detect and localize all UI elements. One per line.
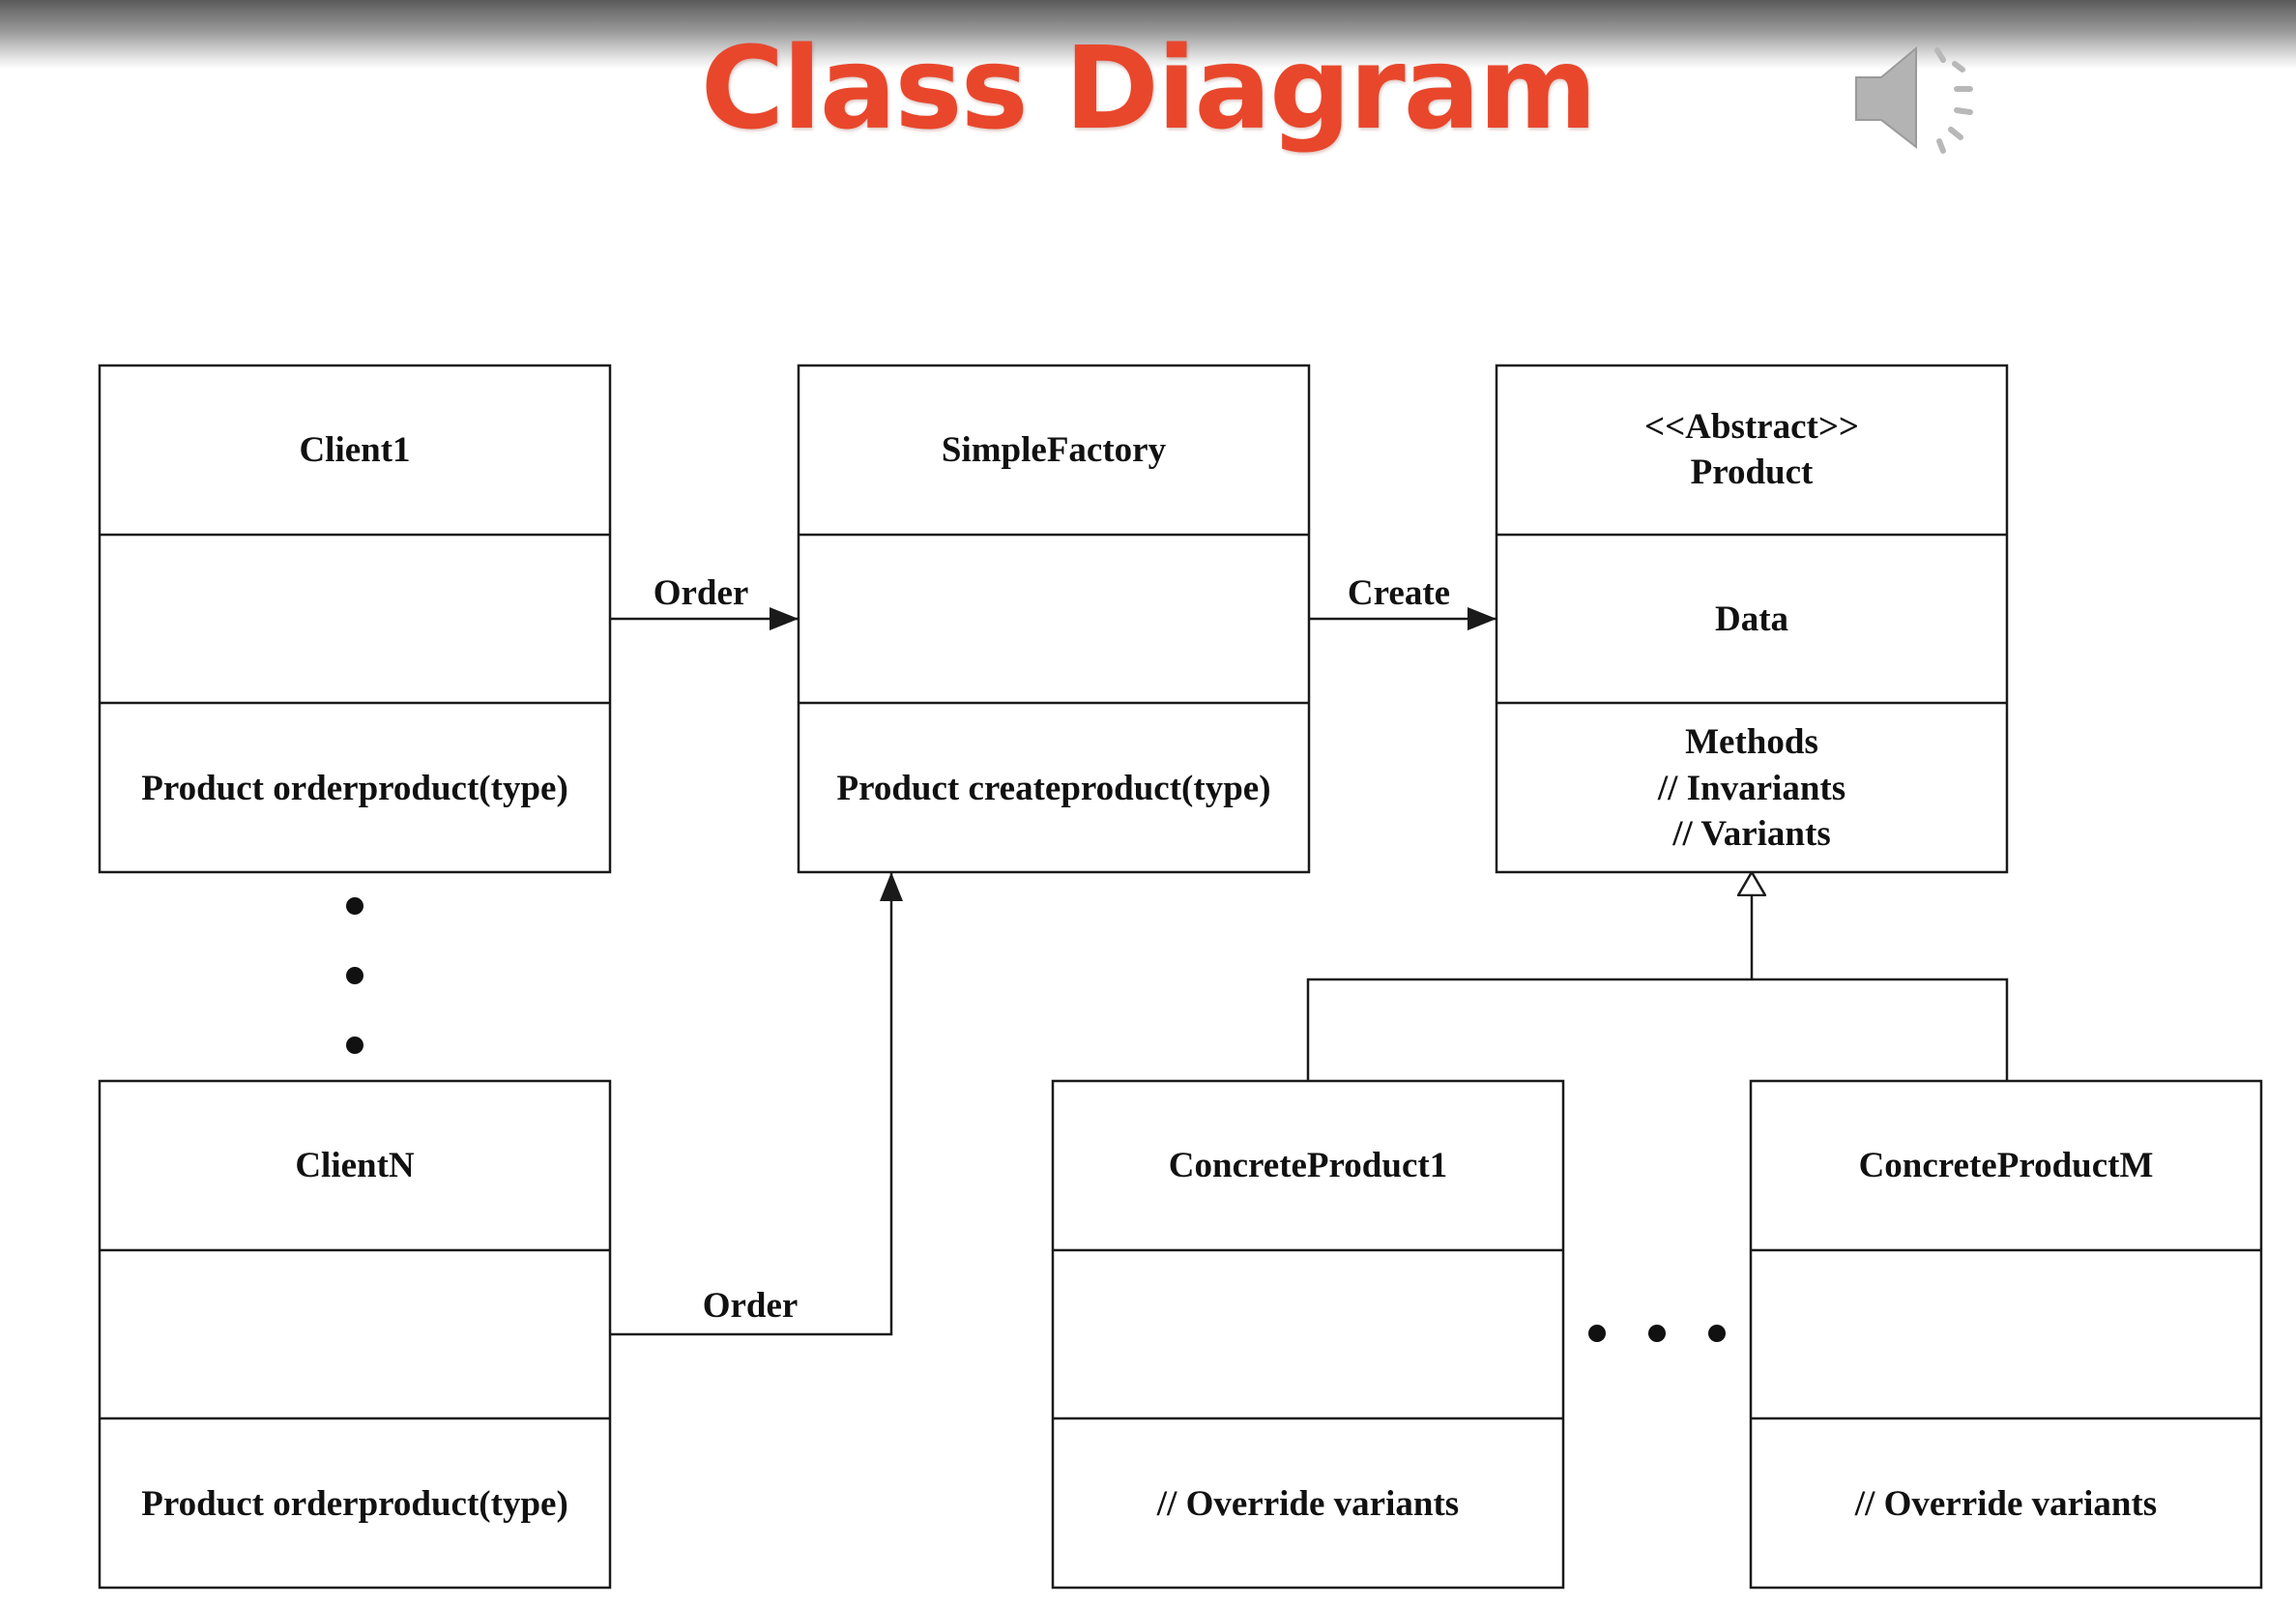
- concrete1-name: ConcreteProduct1: [1169, 1146, 1447, 1185]
- product-method-line: // Variants: [1671, 814, 1830, 854]
- product-stereotype: <<Abstract>>: [1644, 407, 1859, 447]
- product-method-line: Methods: [1685, 722, 1818, 762]
- inheritance-branch: [1306, 978, 2009, 1081]
- slide-title: Class Diagram: [700, 21, 1598, 155]
- class-concreteproductm: [1749, 1079, 2263, 1590]
- concretem-name: ConcreteProductM: [1859, 1146, 2154, 1185]
- speaker-volume-icon[interactable]: [1848, 39, 1984, 164]
- order-arrow-clientn: [610, 872, 903, 1336]
- client1-methods: Product orderproduct(type): [141, 769, 568, 808]
- class-abstract-product: [1495, 364, 2009, 874]
- class-simplefactory: [797, 364, 1311, 874]
- product-name: Product: [1691, 453, 1814, 492]
- concrete1-methods: // Override variants: [1156, 1484, 1459, 1524]
- class-concreteproduct1: [1051, 1079, 1565, 1590]
- concretem-methods: // Override variants: [1854, 1484, 2157, 1524]
- vertical-ellipsis: [346, 897, 363, 1054]
- relation-label-order: Order: [703, 1286, 799, 1326]
- relation-label-create: Create: [1348, 573, 1450, 613]
- class-clientn: [98, 1079, 612, 1590]
- clientn-methods: Product orderproduct(type): [141, 1484, 568, 1524]
- class-client1: [98, 364, 612, 874]
- product-attributes: Data: [1715, 599, 1788, 639]
- factory-methods: Product createproduct(type): [836, 769, 1270, 808]
- factory-name: SimpleFactory: [942, 430, 1167, 470]
- clientn-name: ClientN: [295, 1146, 415, 1185]
- relation-label-order: Order: [654, 573, 749, 613]
- horizontal-ellipsis: [1588, 1325, 1726, 1342]
- product-method-line: // Invariants: [1657, 769, 1846, 808]
- client1-name: Client1: [299, 430, 410, 470]
